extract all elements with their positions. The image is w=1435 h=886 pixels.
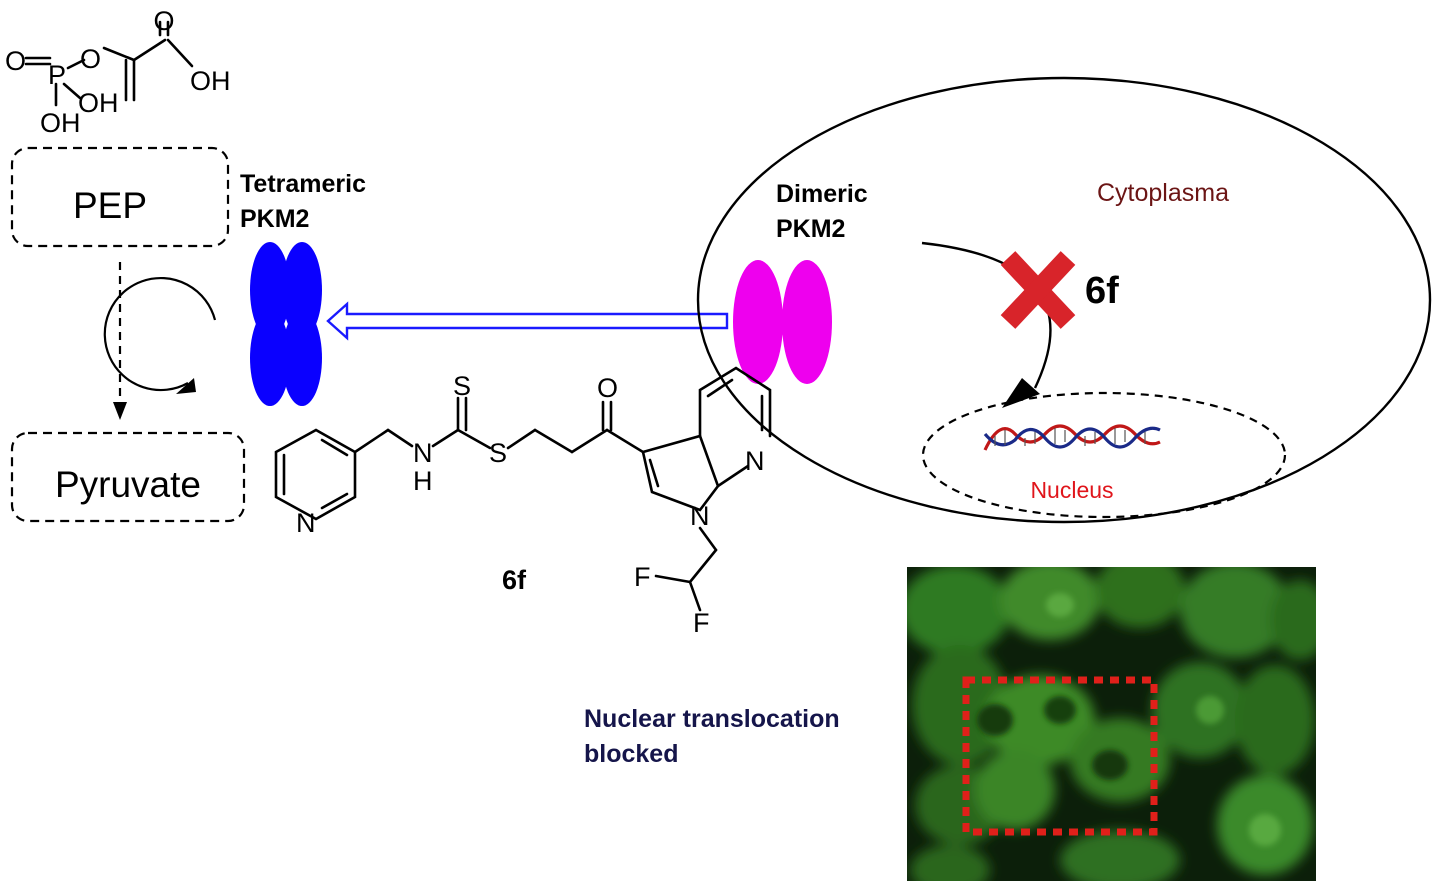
pep-atom-o-carbonyl: O [153,6,174,36]
compound-label-6f: 6f [502,565,527,595]
dimer-subunit [782,260,832,384]
inhibitor-label-6f: 6f [1085,270,1119,312]
compound-atom-nh-h: H [413,466,433,496]
pep-atom-o-phosphoryl: O [5,46,26,76]
pep-atom-o-bridge: O [80,44,101,74]
dimer-shape [733,260,832,384]
compound-atom-o-ketone: O [597,373,618,403]
catalysis-arrow-head [176,378,196,394]
tetrameric-label-line1: Tetrameric [240,170,366,198]
dimeric-label-line1: Dimeric [776,180,868,208]
nucleus-label: Nucleus [1030,477,1113,503]
fluorescence-micrograph [907,567,1316,881]
pep-box [10,146,230,248]
compound-atom-n-pyrrole: N [690,501,710,531]
catalysis-circular-arrow [103,276,217,392]
pyruvate-box [10,431,246,523]
tetramer-subunit [250,242,290,338]
glycolysis-step: PEP Pyruvate [10,146,246,523]
compound-atom-n-azaindole: N [745,446,765,476]
cytoplasm-label: Cytoplasma [1097,179,1229,207]
micrograph-caption-line1: Nuclear translocation [584,705,840,733]
tetramer-subunit [282,310,322,406]
reaction-arrow-head [113,402,127,420]
dna-icon [983,424,1161,451]
tetramer-subunit [282,242,322,338]
tetramer-shape [250,242,322,406]
tetramer-subunit [250,310,290,406]
pep-atom-oh-2: OH [40,108,81,138]
dimer-subunit [733,260,783,384]
cell: Cytoplasma Dimeric PKM2 6f [696,76,1432,524]
tetrameric-label-line2: PKM2 [240,205,309,233]
cell-membrane [696,76,1432,524]
compound-atom-nh-n: N [413,438,433,468]
pep-structure: O OH O P O OH OH [5,6,231,138]
tetramerization-arrow [326,301,729,341]
dimeric-label-line2: PKM2 [776,215,845,243]
highlight-box [962,676,1158,836]
translocation-arrow-head [1002,378,1040,408]
pyruvate-label: Pyruvate [55,464,201,505]
pep-label: PEP [73,185,147,226]
micrograph-caption-line2: blocked [584,740,678,768]
blocked-x-icon [1000,251,1076,329]
pep-atom-oh-1: OH [78,88,119,118]
compound-atom-n-pyridine: N [296,508,316,538]
nucleus-membrane [921,391,1287,519]
translocation-arrow [921,241,1052,389]
compound-atom-s-thione: S [453,371,471,401]
compound-atom-f2: F [693,608,710,638]
compound-6f-structure: S S N H O N N N F F 6f [274,366,772,638]
pep-atom-p: P [48,60,66,90]
pep-atom-oh-acid: OH [190,66,231,96]
tetrameric-pkm2: Tetrameric PKM2 [240,170,366,406]
compound-atom-f1: F [634,562,651,592]
compound-atom-s-thio: S [489,438,507,468]
